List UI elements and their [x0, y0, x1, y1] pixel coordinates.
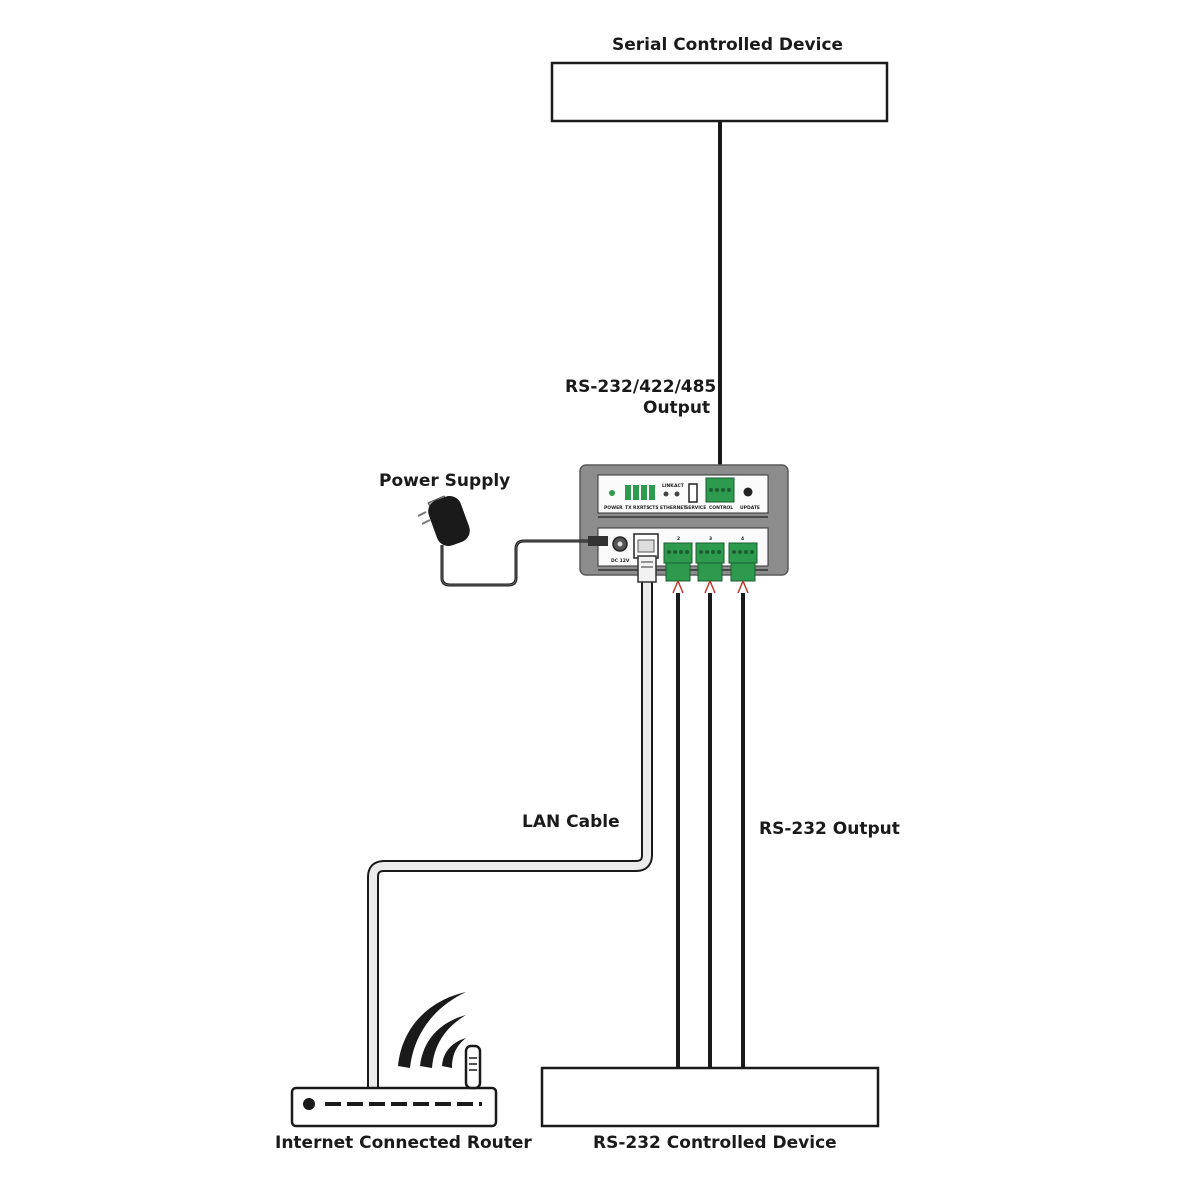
rs232-controlled-device-box	[540, 1066, 880, 1128]
serial-device-label: Serial Controlled Device	[612, 35, 844, 55]
tx-label: TX	[625, 505, 632, 511]
internet-router	[290, 992, 498, 1128]
router-antenna	[464, 1044, 482, 1090]
port3-label: 3	[709, 536, 712, 542]
tx-indicator	[625, 485, 631, 500]
rts-indicator	[641, 485, 647, 500]
lan-cable-path	[367, 555, 657, 1088]
wifi-signal-icon	[398, 992, 466, 1068]
serial-gateway-device: POWER TX RX RTS CTS LINK ACT ETHERNET SE…	[579, 464, 789, 576]
rs232-output-label: RS-232 Output	[759, 819, 900, 839]
link-led	[663, 491, 669, 497]
port4-label: 4	[741, 536, 744, 542]
service-usb-port	[688, 483, 698, 503]
rts-label: RTS	[640, 505, 650, 511]
ethernet-label: ETHERNET	[660, 505, 687, 511]
control-label: CONTROL	[709, 505, 733, 511]
port2-label: 2	[677, 536, 680, 542]
rs232-device-label: RS-232 Controlled Device	[593, 1133, 837, 1153]
power-label: POWER	[604, 505, 623, 511]
act-label: ACT	[674, 483, 685, 489]
dc-label: DC 12V	[611, 558, 630, 564]
service-label: SERVICE	[685, 505, 706, 511]
serial-controlled-device-box	[550, 61, 889, 123]
update-button	[743, 487, 753, 497]
rs-output-label-line1: RS-232/422/485	[565, 377, 717, 397]
rx-label: RX	[633, 505, 640, 511]
rs-output-label-line2: Output	[643, 398, 711, 418]
rj45-plug	[637, 555, 657, 583]
link-label: LINK	[662, 483, 674, 489]
power-supply-adapter	[417, 495, 608, 587]
cts-label: CTS	[649, 505, 659, 511]
update-label: UPDATE	[740, 505, 760, 511]
rx-indicator	[633, 485, 639, 500]
cts-indicator	[649, 485, 655, 500]
act-led	[674, 491, 680, 497]
terminal-plugs	[665, 562, 756, 594]
lan-cable-label: LAN Cable	[522, 812, 620, 832]
power-supply-label: Power Supply	[379, 471, 511, 491]
router-label: Internet Connected Router	[275, 1133, 532, 1153]
power-led	[609, 490, 615, 496]
